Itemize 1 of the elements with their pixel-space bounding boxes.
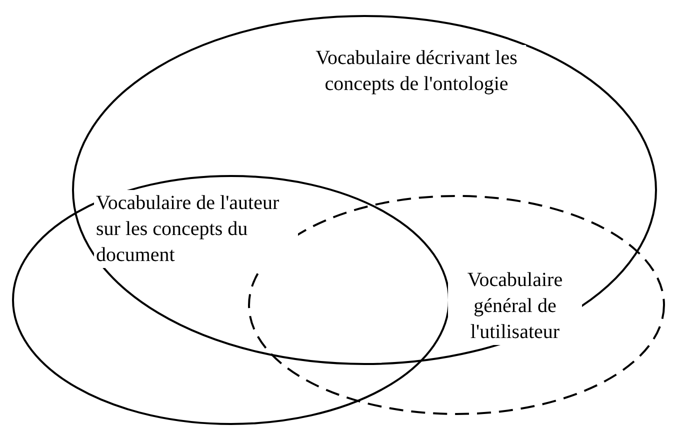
set-label: Vocabulaire de l'auteur sur les concepts du document: [94, 190, 298, 268]
